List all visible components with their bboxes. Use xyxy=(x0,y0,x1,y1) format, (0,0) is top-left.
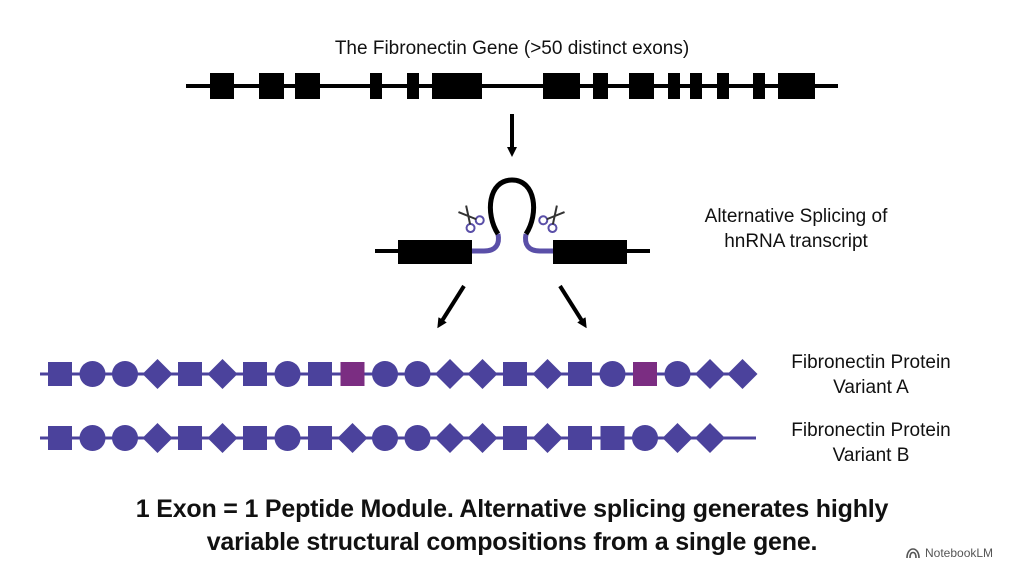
peptide-module-circle xyxy=(372,361,398,387)
variant-b-label-line1: Fibronectin Protein xyxy=(791,420,951,441)
peptide-module-circle xyxy=(79,361,106,387)
peptide-module-square xyxy=(308,362,332,386)
peptide-module-diamond xyxy=(662,423,693,453)
variant-b-label-line2: Variant B xyxy=(832,445,910,466)
alternative-module xyxy=(340,362,365,386)
arrow-to-variants-left xyxy=(437,284,466,329)
peptide-module-square xyxy=(48,362,72,386)
splicing-label-line2: hnRNA transcript xyxy=(724,231,868,252)
exon-block xyxy=(668,73,680,99)
gene-title: The Fibronectin Gene (>50 distinct exons… xyxy=(334,38,690,59)
peptide-module-diamond xyxy=(467,359,498,389)
peptide-module-diamond xyxy=(435,423,465,453)
variant-a-label-line2: Variant A xyxy=(833,377,909,398)
caption-line2: variable structural compositions from a … xyxy=(206,528,818,556)
protein-variant-a-chain xyxy=(40,359,758,389)
exon-block xyxy=(407,73,419,99)
peptide-module-circle xyxy=(404,425,431,451)
peptide-module-circle xyxy=(404,361,431,387)
exon-block xyxy=(370,73,382,99)
alternative-module xyxy=(633,362,657,386)
peptide-module-diamond xyxy=(532,359,563,389)
peptide-module-circle xyxy=(274,425,301,451)
exon-block xyxy=(717,73,729,99)
peptide-module-square xyxy=(503,426,527,450)
peptide-module-diamond xyxy=(695,423,725,453)
peptide-module-square xyxy=(568,426,592,450)
scissors-icon xyxy=(458,205,485,233)
exon-block xyxy=(259,73,284,99)
peptide-module-circle xyxy=(632,425,658,451)
peptide-module-square xyxy=(243,426,267,450)
peptide-module-square xyxy=(568,362,592,386)
peptide-module-square xyxy=(48,426,72,450)
variant-a-label: Fibronectin Protein Variant A xyxy=(756,350,986,400)
peptide-module-square xyxy=(600,426,625,450)
exon-block xyxy=(690,73,702,99)
exon-block xyxy=(629,73,654,99)
peptide-module-circle xyxy=(79,425,106,451)
exon-block xyxy=(210,73,234,99)
gene-map xyxy=(186,73,838,99)
peptide-module-circle xyxy=(599,361,626,387)
peptide-module-circle xyxy=(112,425,138,451)
splicing-transcript xyxy=(375,177,650,264)
peptide-module-square xyxy=(308,426,332,450)
watermark-text: NotebookLM xyxy=(925,546,994,560)
exon-block xyxy=(593,73,608,99)
arrow-to-variants-right xyxy=(558,284,587,329)
peptide-module-square xyxy=(243,362,267,386)
caption-line1: 1 Exon = 1 Peptide Module. Alternative s… xyxy=(135,495,889,523)
notebooklm-watermark: NotebookLM xyxy=(906,544,1018,562)
peptide-module-diamond xyxy=(435,359,465,389)
exon-block xyxy=(398,240,472,264)
peptide-module-diamond xyxy=(337,423,368,453)
caption: 1 Exon = 1 Peptide Module. Alternative s… xyxy=(20,493,1004,559)
intron-loop xyxy=(487,177,537,236)
peptide-module-diamond xyxy=(207,359,238,389)
peptide-module-square xyxy=(178,426,202,450)
exon-block xyxy=(553,240,627,264)
peptide-module-square xyxy=(178,362,202,386)
peptide-module-circle xyxy=(112,361,138,387)
exon-block xyxy=(295,73,320,99)
exon-block xyxy=(778,73,815,99)
peptide-module-circle xyxy=(664,361,691,387)
protein-variant-b-chain xyxy=(40,423,756,453)
peptide-module-diamond xyxy=(142,359,173,389)
peptide-module-diamond xyxy=(532,423,563,453)
scissors-icon xyxy=(538,205,565,233)
intron-splice-left xyxy=(472,233,501,254)
variant-a-label-line1: Fibronectin Protein xyxy=(791,352,951,373)
peptide-module-diamond xyxy=(727,359,758,389)
exon-block xyxy=(543,73,580,99)
peptide-module-diamond xyxy=(142,423,173,453)
peptide-module-circle xyxy=(372,425,398,451)
peptide-module-square xyxy=(503,362,527,386)
variant-b-label: Fibronectin Protein Variant B xyxy=(756,418,986,468)
peptide-module-diamond xyxy=(467,423,498,453)
intron-splice-right xyxy=(523,233,553,254)
splicing-label-line1: Alternative Splicing of xyxy=(704,206,888,227)
notebooklm-logo-icon xyxy=(906,548,920,559)
peptide-module-diamond xyxy=(207,423,238,453)
exon-block xyxy=(432,73,482,99)
peptide-module-circle xyxy=(274,361,301,387)
exon-block xyxy=(753,73,765,99)
peptide-module-diamond xyxy=(695,359,725,389)
splicing-label: Alternative Splicing of hnRNA transcript xyxy=(636,204,956,254)
